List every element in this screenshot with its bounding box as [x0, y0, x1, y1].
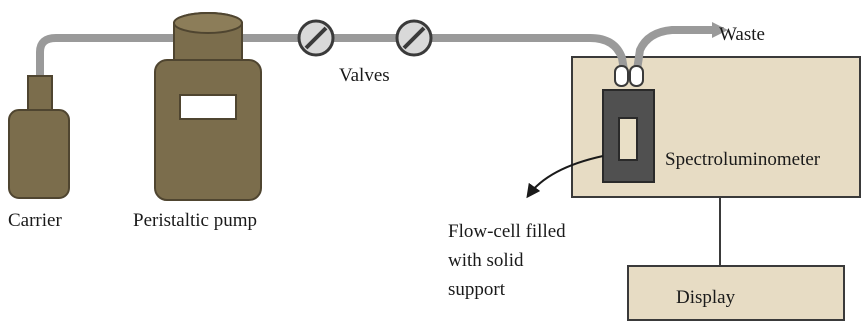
carrier-label: Carrier [8, 210, 62, 231]
tubing-waste [633, 26, 716, 74]
display-box [627, 265, 845, 321]
flow-cell [602, 65, 655, 183]
flowcell-label-line2: with solid [448, 250, 524, 271]
valve-icon [297, 19, 335, 57]
valves-label: Valves [339, 65, 390, 86]
flowcell-label-line1: Flow-cell filled [448, 221, 566, 242]
pump-label: Peristaltic pump [133, 210, 257, 231]
flowcell-window [618, 117, 638, 161]
carrier-bottle [8, 75, 70, 199]
spectroluminometer-label: Spectroluminometer [665, 149, 821, 170]
waste-arrowhead [712, 22, 728, 38]
display-label: Display [676, 287, 736, 308]
pump-window [179, 94, 237, 120]
valve-icon [395, 19, 433, 57]
arrow-icon [526, 155, 604, 199]
flowcell-label-line3: support [448, 279, 506, 300]
waste-label: Waste [719, 24, 765, 45]
peristaltic-pump [154, 12, 262, 201]
